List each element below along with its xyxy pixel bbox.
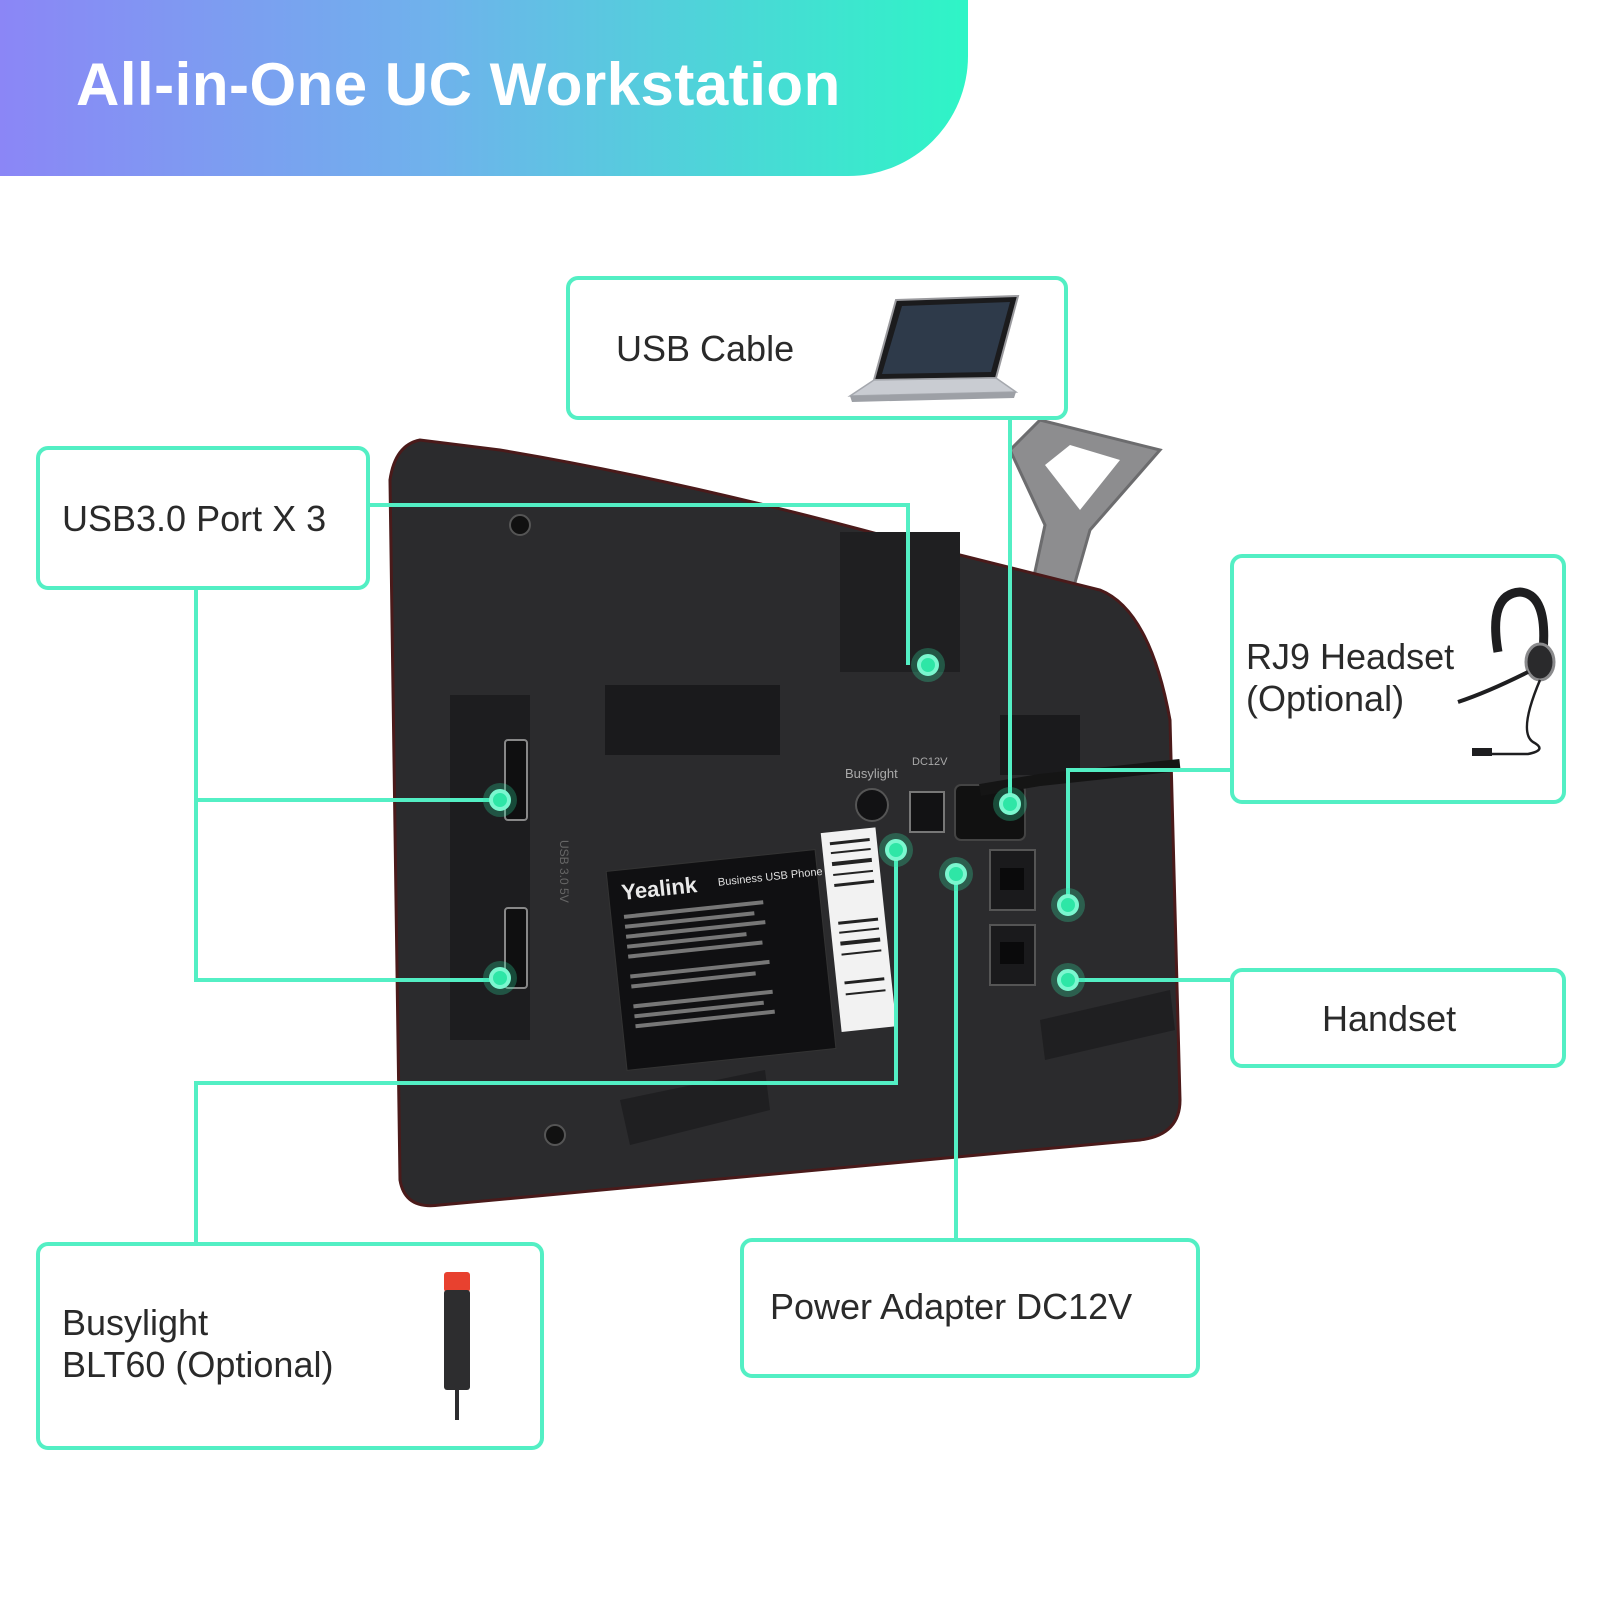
top-slot: [840, 532, 960, 672]
line-usb-port-top: [362, 503, 910, 665]
marker-usb-port-1: [489, 789, 511, 811]
line-usb-ports: [194, 580, 498, 982]
page-title: All-in-One UC Workstation: [76, 51, 841, 118]
callout-busylight: Busylight BLT60 (Optional): [36, 1242, 544, 1450]
rubber-foot-right: [1040, 990, 1175, 1060]
marker-rj9-headset: [1057, 894, 1079, 916]
headset-icon: [1457, 587, 1556, 756]
marker-usb-cable: [999, 793, 1021, 815]
callout-handset-label: Handset: [1322, 998, 1457, 1039]
callout-usb-cable-label: USB Cable: [616, 328, 795, 369]
line-busylight: [194, 850, 898, 1242]
product-label: Yealink Business USB Phone: [605, 848, 837, 1071]
dc-port-label: DC12V: [912, 756, 948, 768]
header-banner: All-in-One UC Workstation: [0, 0, 968, 176]
callout-handset: Handset: [1230, 968, 1566, 1068]
mount-slot-left: [605, 685, 780, 755]
callout-usb-cable: USB Cable: [566, 276, 1068, 420]
line-rj9-headset: [1066, 768, 1230, 900]
marker-usb-port-2: [489, 967, 511, 989]
busylight-port-label: Busylight: [845, 766, 898, 781]
busylight-port: [855, 788, 889, 822]
rubber-foot-left: [620, 1070, 770, 1145]
laptop-icon: [847, 294, 1020, 402]
callout-usb-ports-label: USB3.0 Port X 3: [62, 498, 327, 539]
marker-handset: [1057, 969, 1079, 991]
phone-body: [388, 438, 1182, 1208]
dc-port: [909, 791, 945, 833]
marker-busylight: [885, 839, 907, 861]
callout-busylight-label: Busylight BLT60 (Optional): [62, 1302, 334, 1385]
callout-rj9-headset-label: RJ9 Headset (Optional): [1246, 636, 1455, 719]
callout-usb-ports: USB3.0 Port X 3: [36, 446, 370, 590]
usb-port-label: USB 3.0 5V: [557, 840, 571, 903]
busylight-icon: [444, 1272, 470, 1420]
marker-usb-port-top: [917, 654, 939, 676]
marker-power: [945, 863, 967, 885]
screw-hole-top: [509, 514, 531, 536]
callout-rj9-headset: RJ9 Headset (Optional): [1230, 554, 1566, 804]
hook-hole: [1045, 445, 1120, 510]
barcode: [820, 827, 897, 1033]
screw-hole-bottom: [544, 1124, 566, 1146]
callout-power-adapter: Power Adapter DC12V: [740, 1238, 1200, 1378]
usb-port-2: [504, 907, 528, 989]
callout-power-adapter-label: Power Adapter DC12V: [770, 1286, 1133, 1327]
mount-slot-right: [1000, 715, 1080, 775]
